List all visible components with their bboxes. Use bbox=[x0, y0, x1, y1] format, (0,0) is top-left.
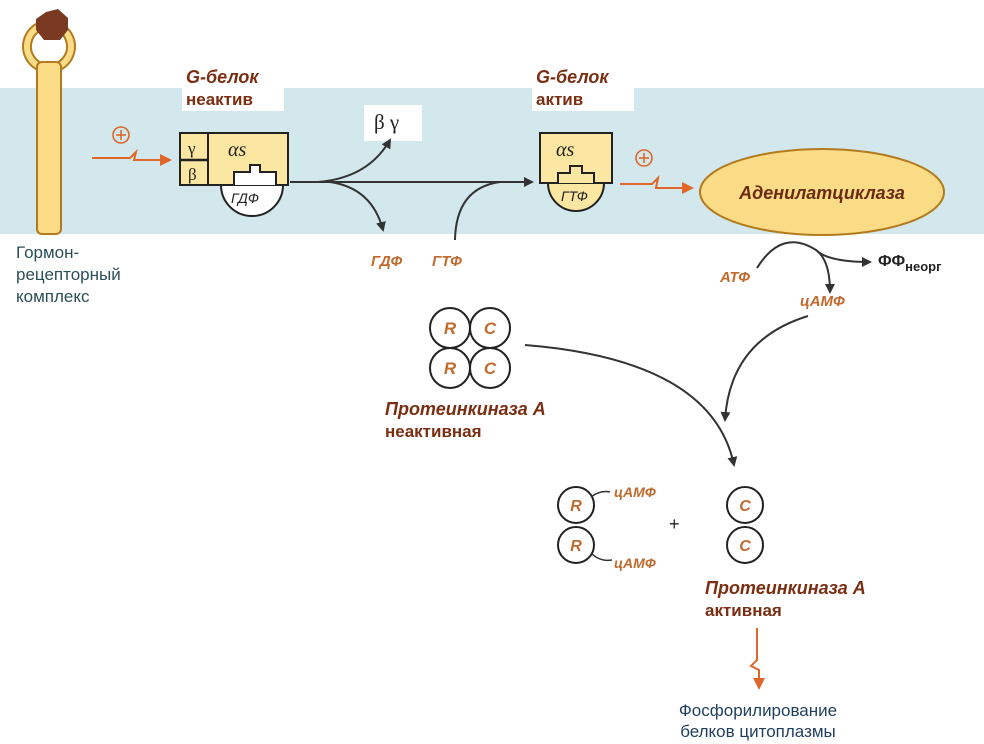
pka-inactive-title: Протеинкиназа А bbox=[385, 399, 546, 419]
pka-r1: R bbox=[444, 319, 457, 338]
beta-subunit: β bbox=[188, 165, 197, 184]
camp-bound-2: цАМФ bbox=[614, 555, 656, 571]
pka-active-subtitle: активная bbox=[705, 601, 782, 620]
gdp-release-arrow bbox=[329, 181, 386, 232]
gtp-bound: ГТФ bbox=[561, 188, 588, 204]
g-protein-active bbox=[539, 132, 613, 212]
c-subunit-2: C bbox=[739, 538, 751, 555]
atp-label: АТФ bbox=[719, 269, 750, 286]
alpha-s-subunit-inactive: αs bbox=[228, 139, 246, 161]
receptor-label-3: комплекс bbox=[16, 287, 90, 306]
r-subunit-2: R bbox=[570, 538, 582, 555]
regulatory-subunits bbox=[557, 486, 613, 564]
signal-arrow-2 bbox=[620, 174, 694, 194]
camp-label: цАМФ bbox=[800, 293, 845, 310]
receptor-label-2: рецепторный bbox=[16, 265, 121, 284]
label-bg-g-active bbox=[532, 87, 634, 111]
atp-conversion-arrow bbox=[756, 241, 835, 294]
receptor-label-1: Гормон- bbox=[16, 243, 79, 262]
plus-circle-icon-2 bbox=[635, 149, 653, 167]
pka-c1: C bbox=[484, 319, 497, 338]
pka-dissociation-arrow bbox=[524, 344, 738, 467]
pka-active-title: Протеинкиназа А bbox=[705, 578, 866, 598]
g-protein-inactive bbox=[179, 132, 289, 217]
label-bg-g-inactive bbox=[182, 87, 284, 111]
catalytic-subunits bbox=[726, 486, 764, 564]
g-active-subtitle: актив bbox=[536, 90, 583, 109]
gamma-subunit: γ bbox=[187, 139, 196, 158]
g-inactive-subtitle: неактив bbox=[186, 90, 253, 109]
r-subunit-1: R bbox=[570, 498, 582, 515]
pka-r2: R bbox=[444, 359, 457, 378]
gdp-released-label: ГДФ bbox=[371, 253, 402, 270]
ppi-release-arrow bbox=[817, 251, 872, 267]
plus-circle-icon-1 bbox=[112, 126, 130, 144]
beta-gamma-release-arrow bbox=[317, 138, 392, 183]
g-active-title: G-белок bbox=[536, 67, 609, 87]
adenylate-cyclase bbox=[699, 148, 945, 236]
c-subunit-1: C bbox=[739, 498, 751, 515]
adenylate-cyclase-label: Аденилатциклаза bbox=[738, 183, 905, 203]
pka-inactive-subtitle: неактивная bbox=[385, 422, 482, 441]
phosphorylation-arrow bbox=[749, 628, 765, 690]
camp-to-pka-arrow bbox=[720, 315, 809, 422]
phosphorylation-label-2: белков цитоплазмы bbox=[680, 722, 836, 741]
hormone-receptor bbox=[22, 21, 76, 235]
phosphorylation-label-1: Фосфорилирование bbox=[679, 701, 837, 720]
ppi-label: ФФнеорг bbox=[878, 253, 942, 274]
plus-sign: + bbox=[669, 514, 680, 534]
camp-bound-1: цАМФ bbox=[614, 484, 656, 500]
alpha-s-subunit-active: αs bbox=[556, 139, 574, 161]
pka-c2: C bbox=[484, 359, 497, 378]
hormone-icon bbox=[36, 9, 68, 40]
gtp-bind-arrow bbox=[454, 181, 501, 241]
g-inactive-title: G-белок bbox=[186, 67, 259, 87]
signal-arrow-1 bbox=[92, 148, 172, 166]
gdp-bound: ГДФ bbox=[231, 190, 259, 206]
pka-inactive bbox=[429, 307, 511, 389]
label-bg-beta-gamma bbox=[364, 105, 422, 141]
beta-gamma-label: β γ bbox=[374, 110, 399, 134]
gtp-label: ГТФ bbox=[432, 253, 462, 270]
